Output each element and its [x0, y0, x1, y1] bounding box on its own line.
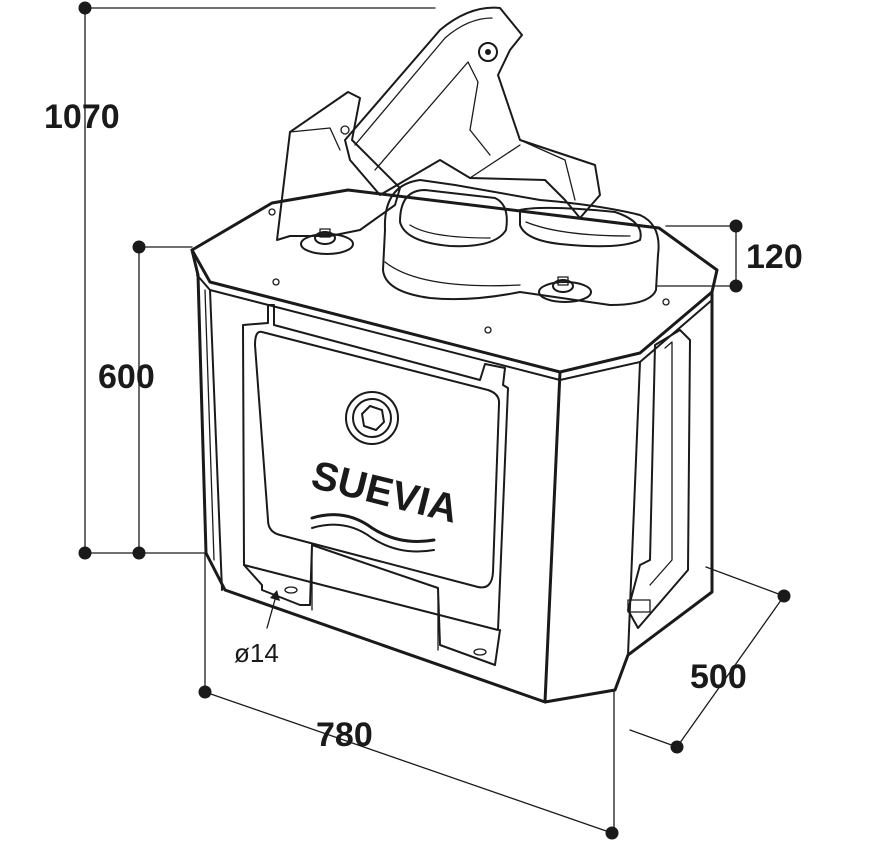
side-corner-edge: [627, 361, 641, 656]
hole-leader-line: [266, 595, 277, 629]
lid-hole: [662, 298, 670, 306]
dim-500-line: [676, 595, 785, 748]
dim-500-top-dot: [777, 589, 791, 603]
side-panel-inner: [649, 341, 673, 586]
lever-paddle-joint: [469, 144, 521, 179]
base-feet: [243, 544, 501, 666]
dim-500-bottom-extension: [629, 729, 678, 748]
label-overall-height: 1070: [44, 98, 120, 136]
lever-arm-edge: [354, 17, 493, 146]
dimension-labels: 1070 600 120 780 500 ø14: [44, 98, 803, 754]
left-bevel-edge: [209, 289, 223, 591]
base-foot-edges: [311, 544, 439, 651]
dim-600-bottom-dot: [132, 546, 146, 560]
logo-wave-2: [311, 523, 435, 553]
label-hole-diameter: ø14: [234, 638, 279, 668]
drinking-bowl: [276, 6, 660, 306]
brand-name: SUEVIA: [307, 453, 462, 532]
wing-nut-right: [538, 276, 592, 303]
lever-pivot-center: [485, 49, 491, 55]
dimension-lines: [78, 1, 791, 840]
dim-500-bottom-dot: [670, 740, 684, 754]
bowl-housing-edge: [289, 127, 341, 151]
valve-hex-icon: [361, 405, 385, 431]
logo-wave-1: [310, 513, 436, 543]
body-outline: [190, 248, 714, 704]
bowl-outer: [382, 179, 660, 306]
dim-780-left-dot: [198, 685, 212, 699]
bowl-housing: [276, 91, 401, 241]
brand-logo: SUEVIA: [307, 453, 462, 553]
lid-hole: [484, 326, 492, 334]
side-foot-slot: [627, 599, 651, 613]
lever-pivot: [478, 42, 498, 62]
lid-hole: [268, 208, 276, 216]
lever-arm: [344, 6, 601, 219]
valve-knob-inner: [352, 398, 392, 438]
dim-500-top-extension: [705, 566, 785, 597]
foot-hole-right: [473, 648, 487, 656]
front-cover-plate: [254, 330, 501, 589]
label-bowl-height: 120: [746, 238, 803, 276]
bowl-lower-rim: [384, 261, 521, 287]
trough-body: [190, 188, 719, 704]
dim-1070-top-dot: [78, 1, 92, 15]
wing-nut-left: [300, 228, 354, 255]
label-width: 780: [316, 716, 373, 754]
front-corner-edge: [543, 370, 562, 704]
dim-780-right-dot: [605, 826, 619, 840]
label-body-height: 600: [98, 358, 155, 396]
front-panel-frame: [242, 304, 509, 631]
lid-hole: [272, 278, 280, 286]
bowl-basin-right-inner: [525, 221, 631, 237]
lever-paddle-edge: [519, 139, 576, 201]
dim-120-top-dot: [729, 219, 743, 233]
left-bevel-inner: [204, 289, 215, 561]
dim-600-top-dot: [132, 240, 146, 254]
lid-rim: [196, 274, 713, 381]
foot-hole-left: [284, 586, 298, 594]
dim-120-bottom-dot: [729, 279, 743, 293]
lid-top-outline: [190, 188, 719, 374]
valve-knob-outer: [345, 391, 399, 445]
label-depth: 500: [690, 658, 747, 696]
bowl-basin-left-inner: [409, 224, 491, 239]
lever-arm-inner: [374, 61, 491, 171]
side-panel-frame: [627, 329, 691, 629]
lever-bolt: [340, 125, 350, 135]
dim-780-line: [204, 691, 613, 834]
bowl-basin-left: [399, 189, 508, 248]
